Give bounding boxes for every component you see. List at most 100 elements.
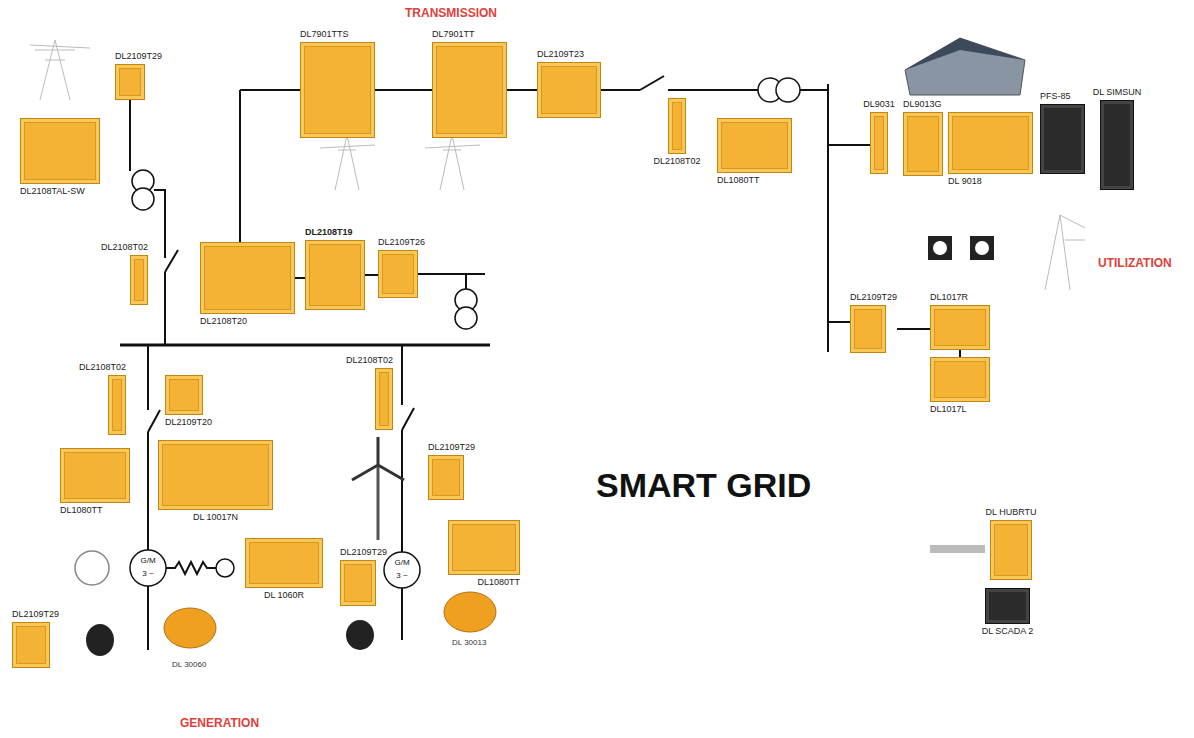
module-panel	[20, 118, 100, 184]
module-unit: DL2108TAL-SW	[20, 118, 100, 199]
module-unit: DL 10017N	[158, 440, 273, 525]
module-unit: DL2109T20	[165, 375, 212, 430]
module-unit: DL 1060R	[245, 538, 323, 603]
module-label: DL1080TT	[477, 577, 520, 588]
module-label: DL2109T29	[428, 442, 475, 453]
module-panel	[108, 375, 126, 435]
module-panel	[428, 455, 464, 500]
module-label: DL2109T29	[115, 51, 162, 62]
module-unit: DL2109T29	[428, 440, 475, 500]
text-label: 3 ~	[396, 571, 407, 581]
module-unit: DL7901TT	[432, 27, 507, 138]
text-label: GENERATION	[180, 716, 259, 730]
module-panel	[165, 375, 203, 415]
module-panel	[340, 560, 376, 606]
bus-line	[507, 89, 537, 91]
module-panel	[158, 440, 273, 510]
bus-line	[959, 350, 961, 357]
module-unit: DL HUBRTU	[986, 505, 1037, 580]
text-label: DL 30060	[172, 660, 206, 670]
module-unit: DL1080TT	[448, 520, 520, 590]
module-unit: DL2109T29	[340, 545, 387, 606]
module-panel	[537, 62, 601, 118]
text-label: DL 30013	[452, 638, 486, 648]
module-panel	[1040, 104, 1085, 174]
module-unit: DL 9018	[948, 112, 1033, 189]
module-unit: DL9031	[863, 97, 895, 174]
module-label: DL SCADA 2	[982, 626, 1034, 637]
module-label: DL2108T02	[79, 362, 126, 373]
bus-line	[375, 89, 432, 91]
module-label: DL2108TAL-SW	[20, 186, 85, 197]
module-unit: DL2108T20	[200, 242, 295, 329]
text-label: TRANSMISSION	[405, 6, 497, 20]
module-panel	[930, 357, 990, 402]
module-label: DL2108T20	[200, 316, 247, 327]
module-label: DL2109T29	[340, 547, 387, 558]
module-unit: DL2109T23	[537, 47, 601, 118]
module-panel	[378, 250, 418, 298]
module-panel	[60, 448, 130, 503]
module-panel	[130, 255, 148, 305]
module-panel	[930, 305, 990, 350]
text-label: 3 ~	[142, 569, 153, 579]
module-panel	[668, 98, 686, 154]
module-panel	[432, 42, 507, 138]
module-unit: PFS-85	[1040, 89, 1085, 174]
text-label: G/M	[394, 558, 409, 568]
module-label: DL2109T29	[850, 292, 897, 303]
bus-line	[897, 328, 930, 330]
module-label: DL1017R	[930, 292, 968, 303]
module-label: DL9013G	[903, 99, 942, 110]
module-panel	[245, 538, 323, 588]
module-unit: DL9013G	[903, 97, 943, 176]
module-unit: DL2109T29	[12, 607, 59, 668]
bus-line	[295, 277, 305, 279]
module-label: DL HUBRTU	[986, 507, 1037, 518]
module-label: DL2108T02	[101, 242, 148, 253]
module-panel	[850, 305, 886, 353]
module-panel	[870, 112, 888, 174]
module-unit: DL SCADA 2	[982, 588, 1034, 639]
module-panel	[200, 242, 295, 314]
module-label: DL 9018	[948, 176, 982, 187]
module-label: DL2109T29	[12, 609, 59, 620]
module-unit: DL2108T02	[346, 353, 393, 430]
module-unit: DL1080TT	[60, 448, 130, 518]
module-label: DL 10017N	[193, 512, 238, 523]
module-label: DL SIMSUN	[1093, 87, 1142, 98]
module-unit: DL SIMSUN	[1093, 85, 1142, 190]
module-unit: DL1080TT	[717, 118, 792, 188]
module-label: DL2108T19	[305, 227, 353, 238]
module-panel	[305, 240, 365, 310]
module-unit: DL2108T19	[305, 225, 365, 310]
module-unit: DL1017L	[930, 357, 990, 417]
module-unit: DL2109T29	[115, 49, 162, 100]
module-panel	[985, 588, 1030, 624]
module-label: DL2109T20	[165, 417, 212, 428]
module-panel	[903, 112, 943, 176]
module-label: DL9031	[863, 99, 895, 110]
module-panel	[1100, 100, 1134, 190]
module-unit: DL2108T02	[79, 360, 126, 435]
module-label: DL7901TTS	[300, 29, 349, 40]
module-panel	[115, 64, 145, 100]
module-label: PFS-85	[1040, 91, 1071, 102]
module-label: DL1080TT	[60, 505, 103, 516]
module-panel	[375, 368, 393, 430]
module-label: DL1017L	[930, 404, 967, 415]
module-unit: DL2108T02	[101, 240, 148, 305]
module-unit: DL2109T26	[378, 235, 425, 298]
module-panel	[990, 520, 1032, 580]
module-panel	[948, 112, 1033, 174]
text-label: UTILIZATION	[1098, 256, 1172, 270]
module-label: DL1080TT	[717, 175, 760, 186]
module-unit: DL2109T29	[850, 290, 897, 353]
module-unit: DL7901TTS	[300, 27, 375, 138]
bus-line	[365, 274, 378, 276]
module-panel	[448, 520, 520, 575]
module-label: DL2108T02	[653, 156, 700, 167]
module-unit: DL2108T02	[653, 98, 700, 169]
module-panel	[12, 622, 50, 668]
